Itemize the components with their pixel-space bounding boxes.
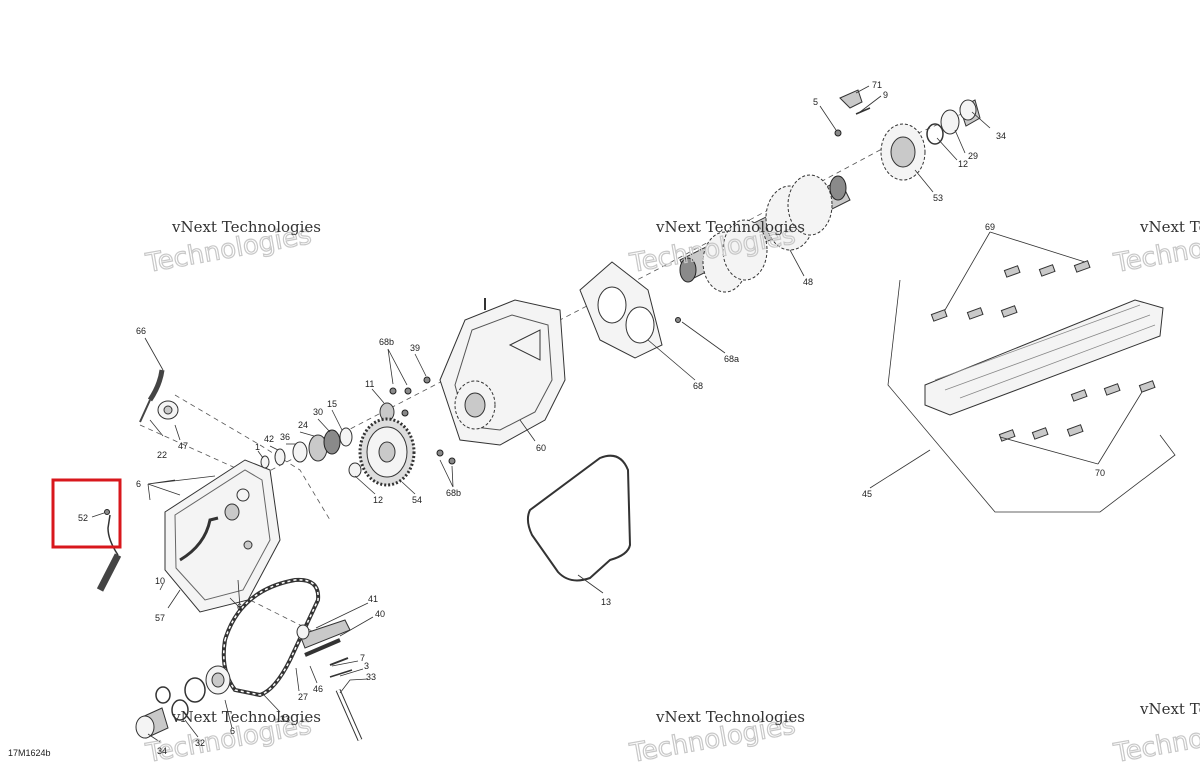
cover-57 bbox=[164, 459, 281, 613]
label-15: 15 bbox=[327, 399, 337, 409]
label-57: 57 bbox=[155, 613, 165, 623]
label-3: 3 bbox=[364, 661, 369, 671]
label-46: 46 bbox=[313, 684, 323, 694]
clips-69-70 bbox=[930, 260, 1156, 442]
gasket-68 bbox=[579, 261, 663, 359]
label-24: 24 bbox=[298, 420, 308, 430]
label-71: 71 bbox=[872, 80, 882, 90]
svg-text:vNext Technologies: vNext Technologies bbox=[171, 708, 321, 726]
label-29: 29 bbox=[968, 151, 978, 161]
track-45 bbox=[887, 279, 1176, 513]
label-68: 68 bbox=[693, 381, 703, 391]
label-27: 27 bbox=[298, 692, 308, 702]
label-41: 41 bbox=[368, 594, 378, 604]
label-10: 10 bbox=[155, 576, 165, 586]
label-12-left: 12 bbox=[373, 495, 383, 505]
label-1: 1 bbox=[255, 442, 260, 452]
watermark-top-right: Technologies vNext Technologies bbox=[1110, 218, 1200, 280]
leader-lines bbox=[91, 85, 1143, 743]
svg-text:vNext Technologies: vNext Technologies bbox=[171, 218, 321, 236]
small-parts-row bbox=[260, 376, 456, 478]
belt-13 bbox=[526, 454, 632, 582]
label-7: 7 bbox=[360, 653, 365, 663]
label-36: 36 bbox=[280, 432, 290, 442]
label-69: 69 bbox=[985, 222, 995, 232]
part-52-hose bbox=[96, 509, 122, 592]
diagram-code: 17M1624b bbox=[8, 748, 51, 758]
svg-text:Technologies: Technologies bbox=[1111, 710, 1200, 769]
label-34-top: 34 bbox=[996, 131, 1006, 141]
tensioner-40-41 bbox=[296, 619, 363, 742]
hose-66 bbox=[139, 369, 179, 423]
gear-54 bbox=[358, 417, 416, 487]
label-42: 42 bbox=[264, 434, 274, 444]
watermark-bottom-center: Technologies vNext Technologies bbox=[626, 708, 805, 770]
shaft-48 bbox=[675, 174, 851, 323]
label-68a: 68a bbox=[724, 354, 739, 364]
label-34-bottom: 34 bbox=[157, 746, 167, 756]
svg-text:vNext Technologies: vNext Technologies bbox=[655, 708, 805, 726]
label-11: 11 bbox=[365, 379, 374, 389]
label-12-right: 12 bbox=[958, 159, 968, 169]
label-47: 47 bbox=[178, 441, 188, 451]
label-33-a: 33 bbox=[366, 672, 376, 682]
label-68b-top: 68b bbox=[379, 337, 394, 347]
label-68b-bottom: 68b bbox=[446, 488, 461, 498]
label-13: 13 bbox=[601, 597, 611, 607]
label-6-c: 6 bbox=[230, 726, 235, 736]
lower-bearings bbox=[135, 665, 231, 739]
label-30: 30 bbox=[313, 407, 323, 417]
label-70: 70 bbox=[1095, 468, 1105, 478]
watermark-bottom-left: Technologies vNext Technologies bbox=[142, 708, 321, 770]
label-32: 32 bbox=[195, 738, 205, 748]
highlight-box-52[interactable] bbox=[51, 478, 122, 549]
svg-text:vNext Technologies: vNext Technologies bbox=[1139, 218, 1200, 236]
label-9: 9 bbox=[883, 90, 888, 100]
label-33-b: 33 bbox=[280, 714, 290, 724]
label-39: 39 bbox=[410, 343, 420, 353]
label-6-b: 6 bbox=[237, 602, 242, 612]
label-48: 48 bbox=[803, 277, 813, 287]
label-54: 54 bbox=[412, 495, 422, 505]
label-40: 40 bbox=[375, 609, 385, 619]
label-60: 60 bbox=[536, 443, 546, 453]
watermark-top-left: Technologies vNext Technologies bbox=[142, 218, 321, 280]
watermark-bottom-right: Technologies vNext Technologies bbox=[1110, 700, 1200, 770]
bearing-group-top-right bbox=[834, 89, 981, 181]
svg-text:vNext Technologies: vNext Technologies bbox=[1139, 700, 1200, 718]
label-45: 45 bbox=[862, 489, 872, 499]
label-66: 66 bbox=[136, 326, 146, 336]
label-6-a: 6 bbox=[136, 479, 141, 489]
label-52: 52 bbox=[78, 513, 88, 523]
label-22: 22 bbox=[157, 450, 167, 460]
housing-60 bbox=[439, 298, 566, 446]
label-53: 53 bbox=[933, 193, 943, 203]
part-labels: 66 47 22 6 52 10 57 6 1 42 36 24 30 15 1… bbox=[78, 80, 1105, 756]
label-5: 5 bbox=[813, 97, 818, 107]
svg-text:vNext Technologies: vNext Technologies bbox=[655, 218, 805, 236]
